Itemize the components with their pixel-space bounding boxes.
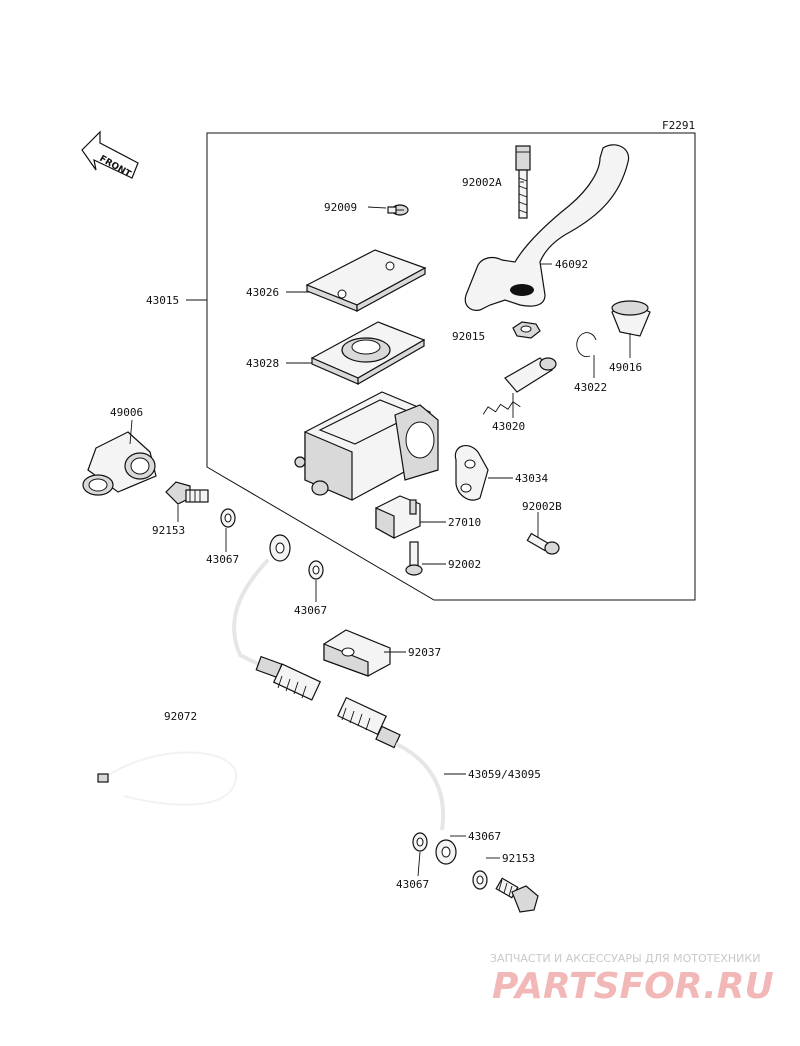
- banjo-bolt-92153-upper: [165, 481, 209, 505]
- washer-43067-a: [220, 508, 236, 528]
- callout-46092: 46092: [555, 258, 588, 271]
- master-cylinder-body: [294, 391, 439, 501]
- front-arrow-icon: FRONT: [81, 130, 139, 180]
- hose-clamp-92037: [323, 629, 391, 677]
- callout-92015: 92015: [452, 330, 485, 343]
- circlip-43022: [576, 332, 597, 358]
- callout-43059-43095: 43059/43095: [468, 768, 541, 781]
- brake-hose-lower: [337, 696, 457, 865]
- bolt-92002b: [526, 532, 560, 555]
- diaphragm-43028: [310, 321, 426, 386]
- callout-49006: 49006: [110, 406, 143, 419]
- washer-43067-d: [472, 870, 488, 890]
- brake-hose-upper: [232, 534, 322, 701]
- callout-43067-c: 43067: [468, 830, 501, 843]
- callout-92002a: 92002A: [462, 176, 502, 189]
- banjo-bolt-92153-lower: [495, 877, 539, 913]
- washer-43067-b: [308, 560, 324, 580]
- callout-43067-b: 43067: [294, 604, 327, 617]
- callout-labels: 92002A 92009 46092 43026 43015 92015 430…: [110, 176, 642, 891]
- callout-43015: 43015: [146, 294, 179, 307]
- callout-43067-a: 43067: [206, 553, 239, 566]
- callout-92072: 92072: [164, 710, 197, 723]
- callout-27010: 27010: [448, 516, 481, 529]
- cap-49006: [82, 431, 157, 496]
- dust-boot-49016: [611, 300, 651, 337]
- callout-92002: 92002: [448, 558, 481, 571]
- watermark-tagline: ЗАПЧАСТИ И АКСЕССУАРЫ ДЛЯ МОТОТЕХНИКИ: [490, 952, 760, 965]
- callout-92037: 92037: [408, 646, 441, 659]
- nut-92015: [512, 321, 541, 339]
- callout-43028: 43028: [246, 357, 279, 370]
- diagram-code: F2291: [662, 119, 695, 132]
- washer-43067-c: [412, 832, 428, 852]
- callout-92153-lower: 92153: [502, 852, 535, 865]
- callout-92153-upper: 92153: [152, 524, 185, 537]
- screw-92009: [387, 204, 409, 216]
- reservoir-cap-43026: [305, 249, 427, 313]
- screw-92002: [405, 541, 423, 576]
- callout-43026: 43026: [246, 286, 279, 299]
- callout-92009: 92009: [324, 201, 357, 214]
- cable-tie-92072: [97, 751, 238, 806]
- callout-43034: 43034: [515, 472, 548, 485]
- callout-43022: 43022: [574, 381, 607, 394]
- brake-lever-46092: [464, 144, 630, 311]
- callout-92002b: 92002B: [522, 500, 562, 513]
- watermark-logo: PARTSFOR.RU: [492, 966, 774, 1007]
- leader-lines: [129, 181, 631, 877]
- callout-43067-d: 43067: [396, 878, 429, 891]
- callout-49016: 49016: [609, 361, 642, 374]
- clamp-43034: [454, 444, 489, 501]
- callout-43020: 43020: [492, 420, 525, 433]
- assembly-frame: [206, 132, 696, 601]
- bolt-92002a: [515, 145, 531, 219]
- watermark: ЗАПЧАСТИ И АКСЕССУАРЫ ДЛЯ МОТОТЕХНИКИ PA…: [490, 952, 774, 1007]
- piston-assy-43020: [482, 357, 557, 415]
- brake-switch-27010: [375, 495, 421, 540]
